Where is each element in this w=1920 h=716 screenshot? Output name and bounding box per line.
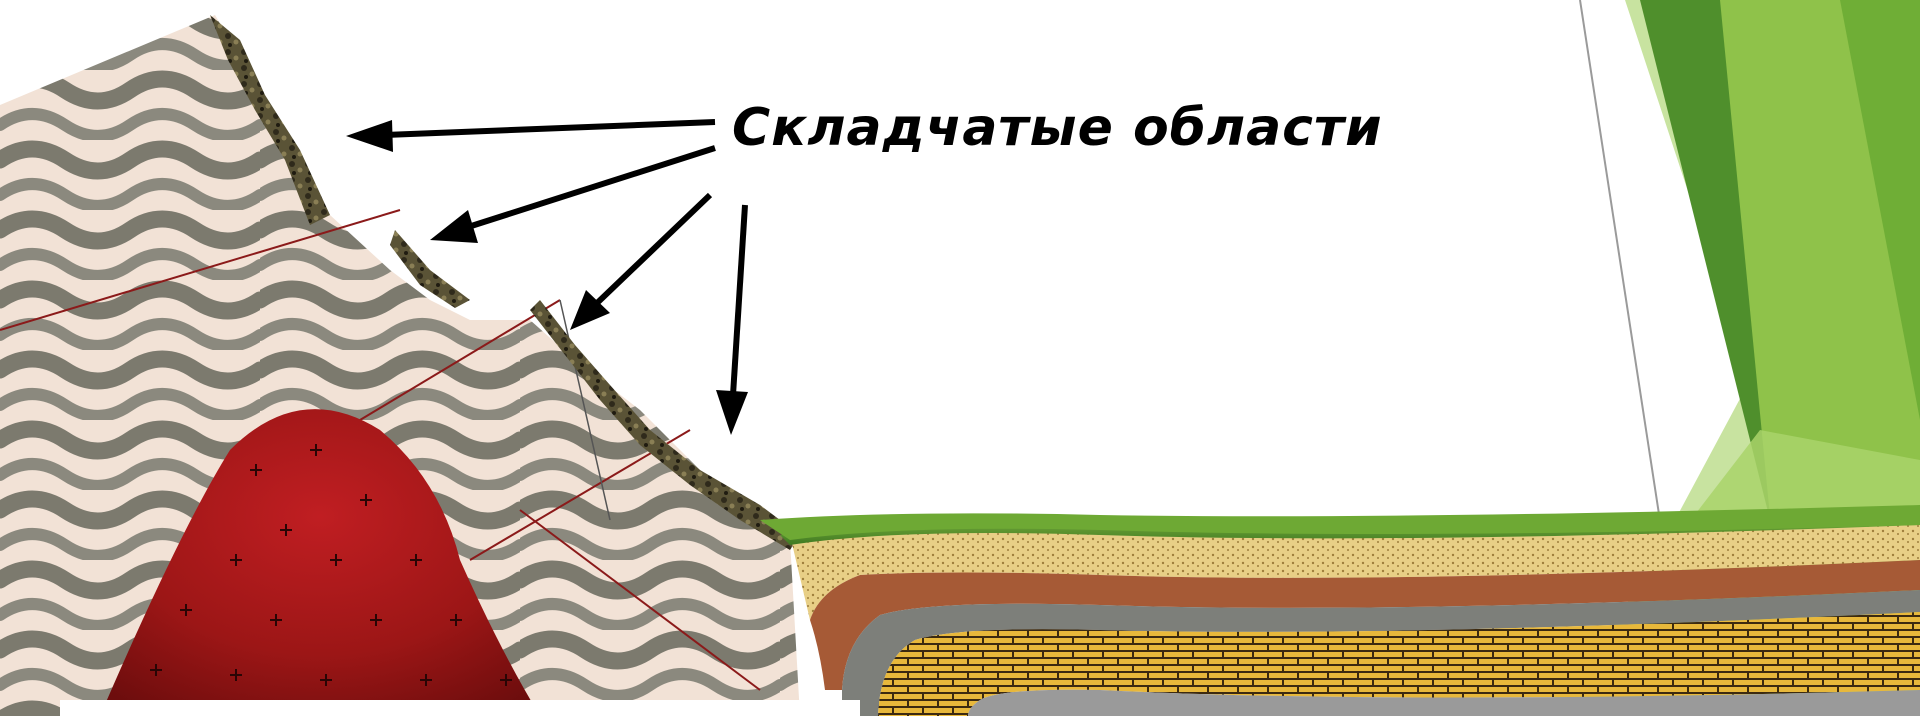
arrow-icon bbox=[716, 205, 748, 435]
sedimentary-layers bbox=[790, 520, 1920, 716]
caption-folded-regions: Складчатые области bbox=[732, 98, 1383, 158]
bottom-white-band bbox=[60, 700, 860, 716]
arrow-icon bbox=[570, 195, 710, 330]
arrow-icon bbox=[346, 120, 715, 152]
